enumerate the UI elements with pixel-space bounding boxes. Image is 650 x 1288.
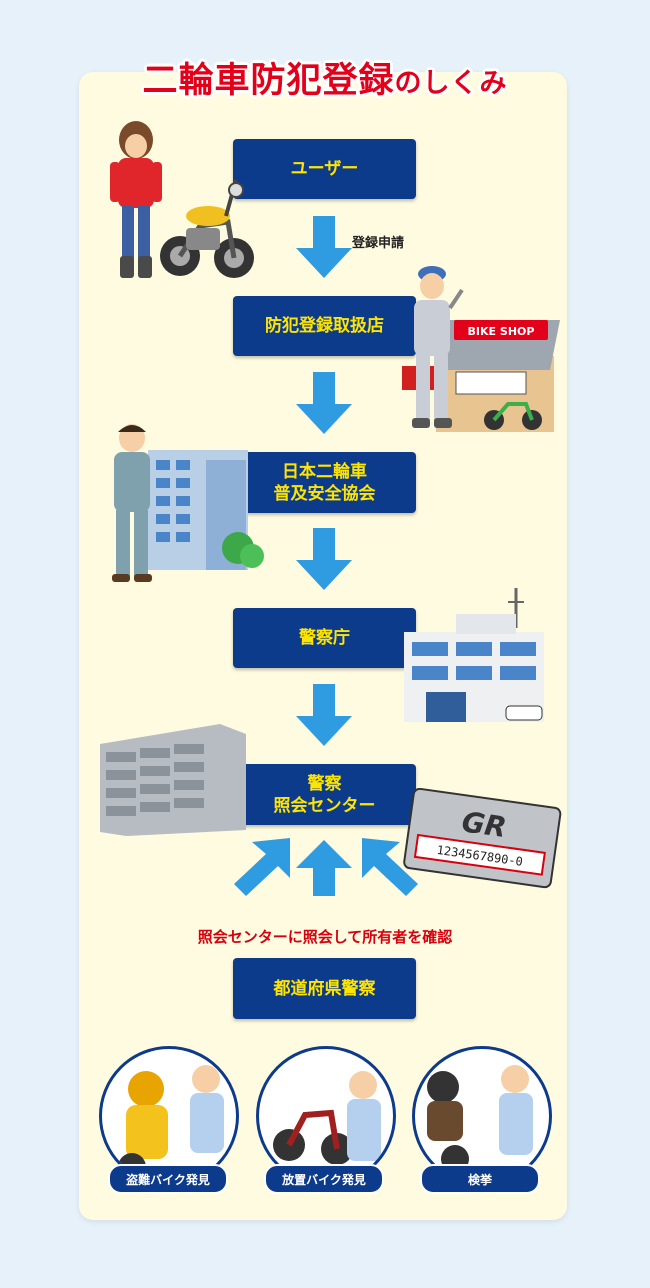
association-label-line1: 日本二輪車 (282, 461, 367, 482)
outcome-stolen-bike-label: 盗難バイク発見 (126, 1172, 210, 1187)
down-arrow-3 (296, 528, 352, 590)
user-label: ユーザー (290, 159, 359, 179)
up-arrow-left (234, 838, 290, 896)
association-label-line2: 普及安全協会 (273, 483, 376, 504)
police-agency-building-illustration (404, 588, 544, 722)
user-box: ユーザー (233, 139, 416, 199)
registration-sticker-illustration: GR 1234567890-0 (403, 788, 562, 889)
arrest-scene (412, 1046, 552, 1186)
title-suffix: のしくみ (394, 68, 508, 99)
association-office-illustration (112, 424, 264, 582)
outcome-abandoned-bike-label: 放置バイク発見 (282, 1172, 366, 1187)
inquiry-center-label-line2: 照会センター (273, 795, 376, 816)
prefectural-police-label: 都道府県警察 (273, 978, 376, 999)
down-arrow-1 (296, 216, 352, 278)
up-arrow-right (362, 838, 418, 896)
association-box: 日本二輪車 普及安全協会 (233, 452, 416, 513)
down-arrow-2 (296, 372, 352, 434)
outcome-stolen-bike-found: 盗難バイク発見 (108, 1164, 228, 1194)
outcome-arrest: 検挙 (420, 1164, 540, 1194)
inquiry-center-label-line1: 警察 (307, 773, 342, 794)
prefectural-police-box: 都道府県警察 (233, 958, 416, 1019)
user-with-motorcycle-illustration (110, 121, 254, 278)
title-main: 二輪車防犯登録 (142, 61, 395, 101)
inquiry-note: 照会センターに照会して所有者を確認 (197, 928, 453, 946)
page-title: 二輪車防犯登録のしくみ (0, 52, 650, 103)
inquiry-center-box: 警察 照会センター (233, 764, 416, 825)
registration-request-label: 登録申請 (352, 236, 405, 251)
server-racks-illustration (100, 724, 246, 836)
outcome-arrest-label: 検挙 (467, 1172, 492, 1187)
bike-shop-illustration: BIKE SHOP (402, 266, 560, 432)
shop-label: 防犯登録取扱店 (265, 316, 384, 336)
outcome-abandoned-bike-found: 放置バイク発見 (264, 1164, 384, 1194)
npa-box: 警察庁 (233, 608, 416, 668)
bike-shop-sign: BIKE SHOP (468, 325, 535, 338)
svg-text:GR: GR (460, 805, 509, 844)
up-arrow-center (296, 840, 352, 896)
shop-box: 防犯登録取扱店 (233, 296, 416, 356)
abandoned-bike-scene (256, 1046, 396, 1186)
npa-label: 警察庁 (299, 628, 350, 648)
down-arrow-4 (296, 684, 352, 746)
